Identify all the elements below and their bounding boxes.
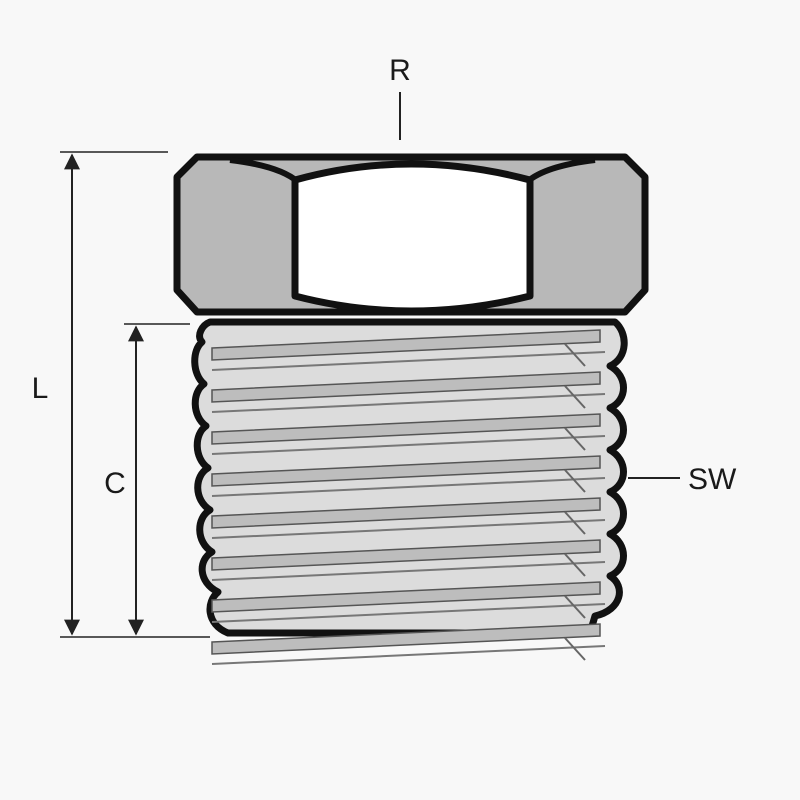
- thread-crest-line: [211, 477, 606, 497]
- thread-band: [211, 329, 601, 361]
- thread-band: [211, 539, 601, 571]
- thread-crest-line: [211, 519, 606, 539]
- hex-head: [173, 153, 649, 316]
- thread-root-tick: [564, 427, 586, 451]
- thread-root-tick: [564, 511, 586, 535]
- label-r: R: [389, 54, 411, 87]
- thread-crest-line: [211, 561, 606, 581]
- label-sw: SW: [688, 463, 737, 496]
- thread-root-tick: [564, 343, 586, 367]
- thread-band: [211, 371, 601, 403]
- thread-crest-line: [211, 351, 606, 371]
- thread-root-tick: [564, 553, 586, 577]
- thread-root-tick: [564, 595, 586, 619]
- thread-band: [211, 623, 601, 655]
- thread-crest-line: [211, 603, 606, 623]
- thread-root-tick: [564, 637, 586, 661]
- threaded-body: [191, 318, 628, 665]
- dimension-lines: [60, 92, 680, 638]
- label-l: L: [32, 372, 49, 405]
- hex-left-facet-top: [229, 157, 300, 185]
- label-c: C: [104, 467, 126, 500]
- thread-crest-line: [211, 645, 606, 665]
- thread-root-tick: [564, 385, 586, 409]
- thread-band: [211, 581, 601, 613]
- thread-band: [211, 497, 601, 529]
- thread-band: [211, 455, 601, 487]
- hex-center-face: [291, 160, 534, 315]
- hex-right-facet-top: [525, 157, 596, 185]
- thread-crest-line: [211, 393, 606, 413]
- thread-band: [211, 413, 601, 445]
- thread-root-tick: [564, 469, 586, 493]
- thread-crest-line: [211, 435, 606, 455]
- thread-bands: [211, 329, 606, 665]
